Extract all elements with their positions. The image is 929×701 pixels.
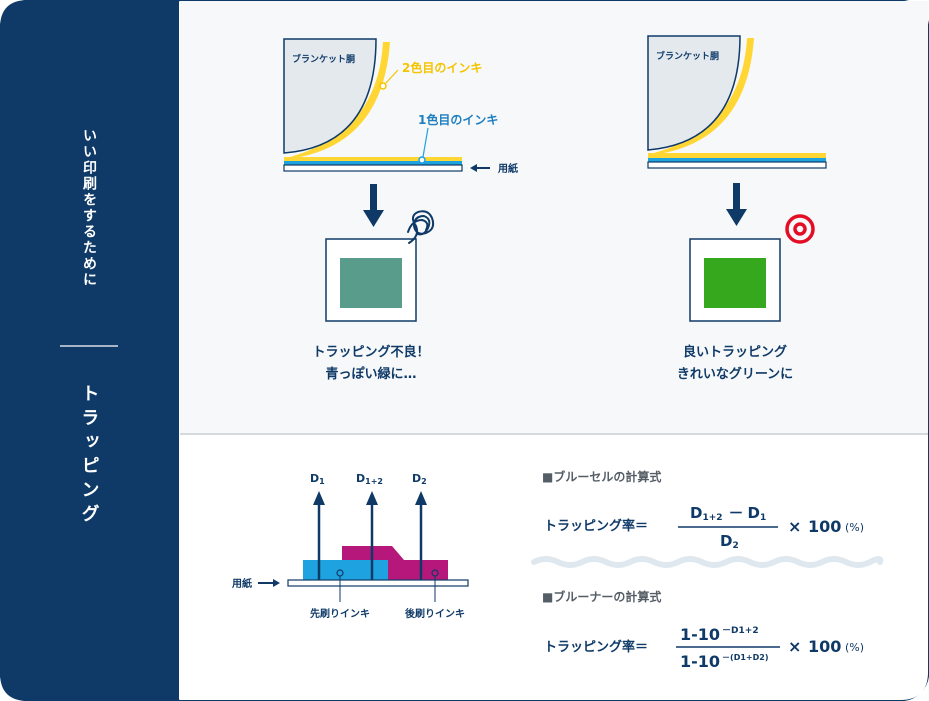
double-circle-icon: [785, 214, 815, 244]
caption-good-line1: 良いトラッピング: [683, 344, 787, 360]
sidebar: いい印刷をするために トラッピング: [0, 0, 179, 701]
formula1-lhs: トラッピング率＝: [544, 518, 648, 534]
formula2-lhs: トラッピング率＝: [544, 639, 648, 655]
result-good-fill: [704, 258, 766, 308]
formula1-denominator: D2: [720, 532, 739, 551]
first-ink-label: 先刷りインキ: [310, 607, 370, 620]
good-trapping-diagram: ブランケット胴 良いトラッピング きれいなグリーンに: [647, 35, 827, 382]
formula-brunner-cell: ■ブルーセルの計算式 トラッピング率＝ D1+2－D1 D2 × 100 (%): [542, 469, 864, 551]
arrow-up-d12: [366, 491, 378, 505]
arrow-up-d2: [415, 491, 427, 505]
caption-good-line2: きれいなグリーンに: [677, 366, 793, 382]
formula2-heading: ■ブルーナーの計算式: [542, 589, 661, 604]
first-ink-layer: [284, 161, 462, 165]
formula2-hundred: 100: [808, 637, 841, 656]
formula1-numerator: D1+2－D1: [690, 504, 766, 523]
second-ink-label: 後刷りインキ: [405, 607, 465, 620]
first-ink-block: [303, 560, 388, 580]
formula2-times: ×: [788, 637, 801, 656]
ink2-label: 2色目のインキ: [402, 60, 482, 75]
formula1-percent: (%): [845, 521, 864, 534]
paper-left: [283, 164, 463, 172]
sidebar-title: トラッピング: [79, 384, 100, 528]
ink1-label: 1色目のインキ: [418, 112, 498, 127]
bad-trapping-diagram: ブランケット胴 2色目のインキ 1色目のインキ 用紙 トラッピング不良！ 青っ: [283, 38, 518, 382]
label-d1: D1: [310, 472, 325, 486]
paper-right: [647, 161, 827, 169]
wave-divider: [531, 556, 884, 568]
cylinder-label-right: ブランケット胴: [656, 50, 719, 62]
arrow-up-d1: [313, 491, 325, 505]
paper-bottom: [287, 579, 469, 587]
density-diagram: D1 D1+2 D2 用紙 先刷りインキ 後刷りインキ: [231, 472, 469, 620]
label-d12: D1+2: [356, 472, 383, 486]
arrow-down-left: [370, 184, 377, 214]
paper-label-bottom: 用紙: [231, 577, 252, 590]
arrow-down-right: [733, 183, 740, 213]
caption-bad-line1: トラッピング不良！: [312, 344, 429, 360]
result-bad-fill: [340, 258, 402, 308]
formula2-numerator: 1-10－D1+2: [680, 625, 759, 644]
label-d2: D2: [412, 472, 427, 486]
sidebar-heading: いい印刷をするために: [81, 128, 97, 288]
formula-brunner: ■ブルーナーの計算式 トラッピング率＝ 1-10－D1+2 1-10－(D1+D…: [542, 589, 864, 671]
second-ink-layer: [284, 157, 462, 161]
cylinder-label-left: ブランケット胴: [292, 53, 355, 65]
formula1-times: ×: [788, 517, 801, 536]
paper-label: 用紙: [497, 162, 518, 175]
formula1-heading: ■ブルーセルの計算式: [542, 469, 661, 484]
bottom-panel: [180, 434, 928, 700]
scribble-icon: [407, 210, 435, 244]
blanket-cylinder-left: [283, 38, 377, 154]
formula2-denominator: 1-10－(D1+D2): [680, 652, 768, 671]
formula1-hundred: 100: [808, 517, 841, 536]
blanket-cylinder-right: [647, 35, 741, 151]
caption-bad-line2: 青っぽい緑に…: [325, 366, 416, 382]
formula2-percent: (%): [845, 641, 864, 654]
